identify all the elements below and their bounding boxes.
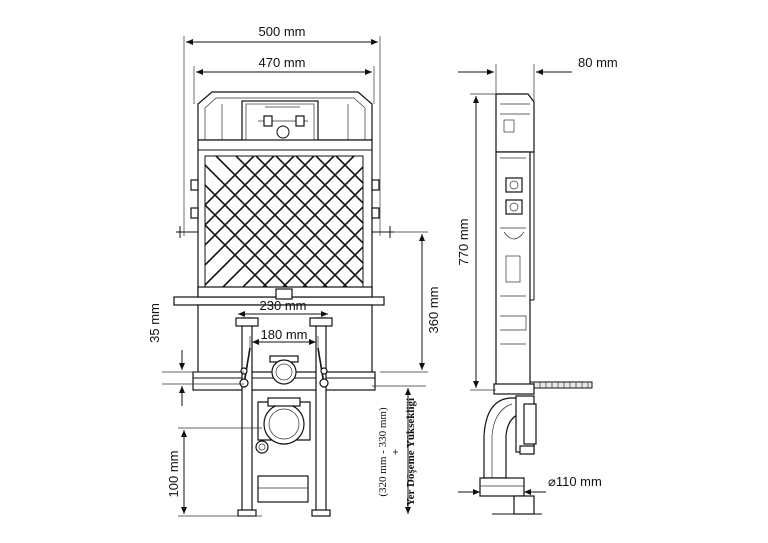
front-dimensions: 500 mm 470 mm 230 mm 180 mm 360 mm 35 mm… <box>147 24 441 517</box>
side-view <box>479 93 593 515</box>
dim-offset-100: 100 mm <box>166 451 181 498</box>
dim-bolt-spacing: 180 mm <box>261 327 308 342</box>
dim-cistern-height: 360 mm <box>426 287 441 334</box>
dim-depth: 80 mm <box>578 55 618 70</box>
actuator-opening <box>241 100 319 148</box>
dim-floor-label: Yer Döşeme Yüksekliği <box>405 398 417 506</box>
dim-floor-range: (320 mm - 330 mm) <box>377 407 389 497</box>
dim-offset-35: 35 mm <box>147 303 162 343</box>
water-inlet <box>271 359 297 385</box>
right-leg <box>315 317 327 515</box>
front-view <box>173 91 394 517</box>
dim-inner-width: 470 mm <box>259 55 306 70</box>
dim-overall-width: 500 mm <box>259 24 306 39</box>
dim-pipe-spacing: 230 mm <box>260 298 307 313</box>
side-dimensions: 80 mm 770 mm ⌀110 mm <box>456 55 618 495</box>
dim-pipe-diameter: ⌀110 mm <box>548 474 602 489</box>
threaded-rod <box>529 381 593 389</box>
dim-plus-sign: + <box>390 449 402 455</box>
left-leg <box>241 317 253 515</box>
dim-total-height: 770 mm <box>456 219 471 266</box>
